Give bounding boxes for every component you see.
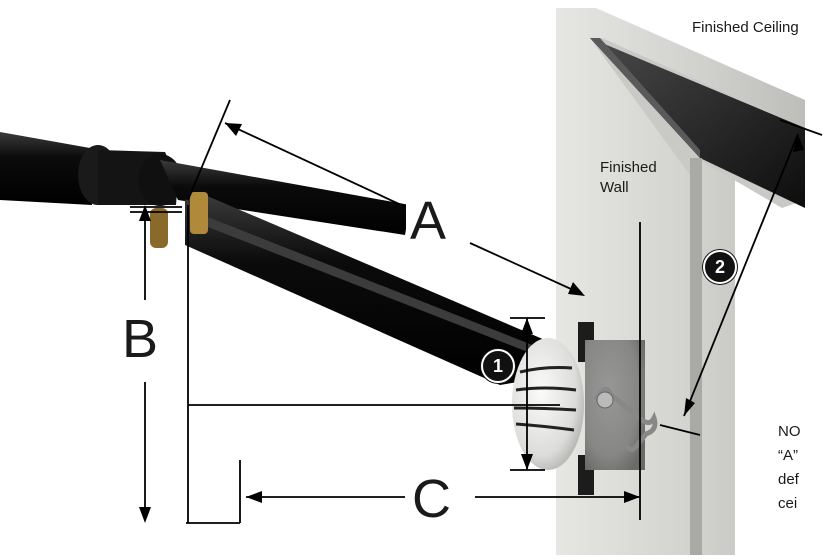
dimension-b-label: B — [118, 312, 163, 366]
ceiling — [590, 38, 805, 208]
hanger-hook — [593, 386, 658, 452]
wall-label-line2: Wall — [600, 179, 629, 196]
dimension-c-label: C — [408, 472, 455, 526]
fitting-collar — [150, 208, 168, 248]
dimension-a-label: A — [406, 194, 451, 248]
ceiling-label: Finished Ceiling — [692, 19, 799, 36]
drop-pipe — [150, 192, 545, 385]
note-line-1: NO — [778, 423, 801, 440]
note-line-4: cei — [778, 495, 798, 512]
note-line-2: “A” — [778, 447, 798, 464]
wall-inner-shadow — [690, 158, 702, 555]
brass-fitting — [190, 192, 208, 234]
note-line-3: def — [778, 471, 799, 488]
callout-1-badge: 1 — [481, 349, 515, 383]
wall-label-line1: Finished — [600, 159, 657, 176]
dimension-lines — [130, 99, 823, 524]
main-pipe — [0, 132, 410, 235]
note-text: NO “A” def cei — [778, 420, 801, 516]
arrowheads — [139, 123, 804, 523]
callout-2-badge: 2 — [703, 250, 737, 284]
